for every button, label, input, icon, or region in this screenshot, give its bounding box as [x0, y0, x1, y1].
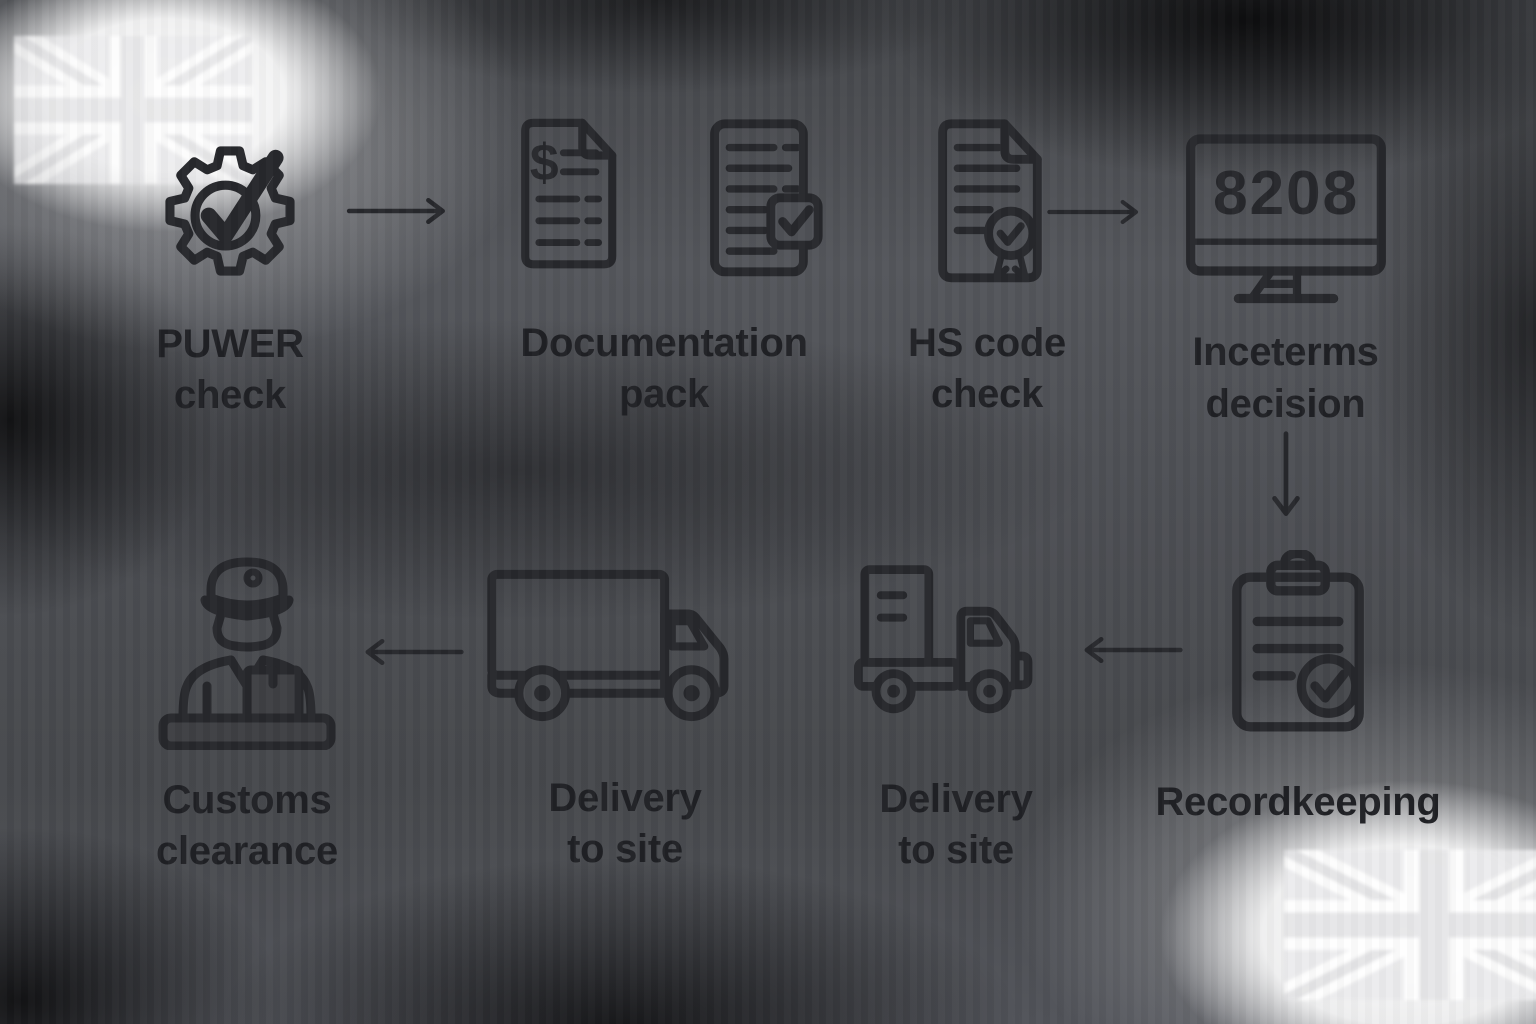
step-label-line: Recordkeeping	[1155, 780, 1441, 824]
arrow-left-icon	[1084, 636, 1183, 664]
step-label-line: to site	[567, 827, 683, 872]
arrow-left-icon	[365, 638, 464, 666]
step-label: Inceterms decision	[1192, 327, 1379, 429]
step-incoterms-decision: 8208 Inceterms decision	[1158, 128, 1413, 430]
checklist-document-icon	[710, 119, 823, 277]
step-label: HS code check	[908, 318, 1066, 420]
box-truck-icon	[487, 569, 729, 722]
step-label: Delivery to site	[879, 774, 1033, 876]
arrow-right-icon	[1047, 199, 1139, 225]
clipboard-check-icon	[1232, 550, 1364, 732]
monitor-code-text: 8208	[1213, 159, 1359, 228]
step-label: Documentation pack	[520, 318, 808, 420]
svg-text:$: $	[530, 133, 559, 191]
loaded-truck-icon	[854, 565, 1033, 714]
step-customs-clearance: Customs clearance	[117, 550, 377, 877]
uk-flag-icon	[14, 36, 252, 184]
step-label-line: HS code	[908, 320, 1066, 365]
step-label: PUWER check	[156, 319, 304, 421]
step-label: Recordkeeping	[1155, 777, 1440, 828]
customs-officer-icon	[158, 557, 336, 750]
step-label-line: Delivery	[548, 776, 702, 820]
step-label: Customs clearance	[156, 775, 338, 877]
step-puwer-check: PUWER check	[105, 135, 355, 421]
step-label-line: clearance	[156, 829, 338, 874]
step-recordkeeping: Recordkeeping	[1118, 550, 1478, 828]
arrow-right-icon	[346, 197, 445, 225]
step-delivery-to-site-loaded: Delivery to site	[836, 560, 1076, 876]
step-label-line: Delivery	[879, 777, 1033, 821]
step-hs-code-check: HS code check	[862, 112, 1112, 420]
step-label-line: check	[931, 371, 1043, 416]
step-label-line: check	[174, 373, 286, 418]
step-label: Delivery to site	[548, 773, 702, 875]
step-label-line: PUWER	[156, 322, 304, 366]
step-documentation-pack: $ Documentation pack	[474, 112, 854, 420]
step-label-line: decision	[1205, 381, 1366, 426]
step-label-line: Inceterms	[1192, 330, 1379, 375]
step-label-line: pack	[619, 371, 709, 416]
step-label-line: to site	[898, 828, 1014, 873]
monitor-icon: 8208	[1185, 134, 1386, 304]
certificate-document-icon	[938, 119, 1042, 283]
uk-flag-icon	[1284, 850, 1536, 1000]
arrow-down-icon	[1272, 431, 1300, 516]
step-delivery-to-site-box: Delivery to site	[480, 560, 770, 875]
step-label-line: Documentation	[520, 320, 808, 365]
step-label-line: Customs	[162, 778, 332, 822]
invoice-document-icon: $	[521, 118, 617, 269]
gear-check-icon	[165, 146, 295, 276]
